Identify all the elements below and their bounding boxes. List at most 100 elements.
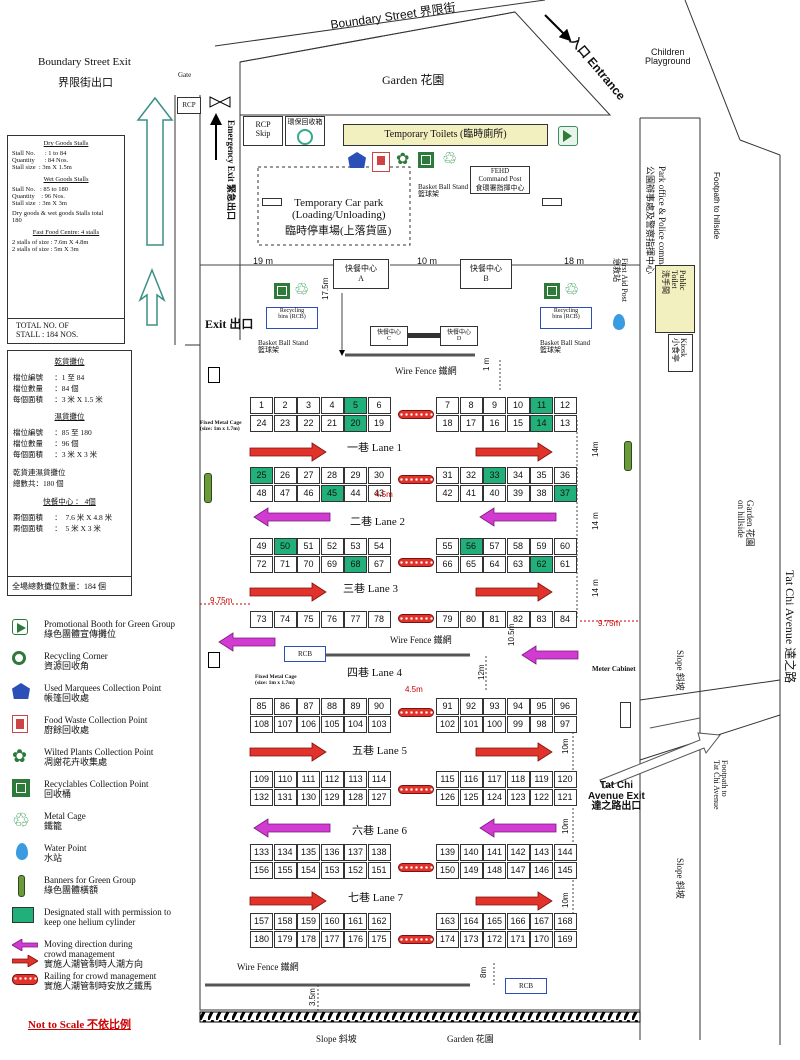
stall-61: 61: [553, 556, 577, 573]
railing-6: [398, 785, 434, 794]
lane-5-label: 五巷 Lane 5: [352, 745, 407, 757]
meter-cabinet-label: Meter Cabinet: [592, 665, 636, 673]
stall-57: 57: [483, 538, 506, 555]
tat-chi-avenue-label: Tat Chi Avenue 達之路: [783, 570, 797, 684]
dim-19m: 19 m: [253, 256, 274, 266]
dim-10m: 10 m: [417, 256, 438, 266]
dim-10m-c: 10m: [561, 892, 570, 908]
metal-cage-icon: ♲: [12, 810, 30, 832]
banner-icon: [204, 473, 212, 503]
recyclables-icon: [544, 283, 560, 299]
legend-label: Metal Cage 鐵籠: [44, 811, 86, 831]
legend-label: Water Point 水站: [44, 843, 87, 863]
stall-52: 52: [320, 538, 344, 555]
stall-128: 128: [344, 789, 367, 806]
stall-165: 165: [483, 913, 506, 930]
stall-50: 50: [273, 538, 297, 555]
stall-89: 89: [344, 698, 367, 715]
basketball-hoop-right: [542, 198, 562, 206]
banner-icon: [624, 441, 632, 471]
red-arrow-lane3-left: [249, 582, 327, 602]
stall-45: 45: [320, 485, 344, 502]
railing-icon: [12, 971, 38, 991]
zh-grand-total: 全場總數攤位數量：184 個: [7, 576, 132, 596]
stall-153: 153: [320, 862, 344, 879]
zh-wet-title: 濕貨攤位: [54, 412, 85, 421]
gate-label: Gate: [178, 71, 192, 79]
banner-icon: [18, 875, 25, 897]
stall-73: 73: [250, 611, 273, 628]
wilted-plants-icon: ✿: [12, 746, 28, 766]
stall-70: 70: [297, 556, 320, 573]
railing-8: [398, 935, 434, 944]
dim-18m: 18 m: [564, 256, 585, 266]
fast-food-a: 快餐中心 A: [333, 259, 389, 289]
stall-15: 15: [506, 415, 530, 432]
stall-96: 96: [553, 698, 577, 715]
stall-137: 137: [344, 844, 367, 861]
legend-label: Moving direction during crowd management…: [44, 939, 144, 969]
stall-29: 29: [344, 467, 367, 484]
footpath-tatchi-label: Footpath to Tat Chi Avenue: [711, 760, 729, 810]
zh-dry-title: 乾貨攤位: [54, 357, 85, 366]
stall-51: 51: [297, 538, 320, 555]
stall-158: 158: [273, 913, 297, 930]
recycling-bins-right: Recycling bins (RCB): [540, 307, 592, 329]
stall-162: 162: [367, 913, 391, 930]
stall-150: 150: [436, 862, 459, 879]
tat-chi-exit-label: Tat Chi Avenue Exit 達之路出口: [588, 780, 645, 812]
stall-54: 54: [367, 538, 391, 555]
stall-170: 170: [530, 931, 553, 948]
dim-14m-b: 14 m: [591, 512, 600, 530]
stall-175: 175: [367, 931, 391, 948]
boundary-exit-en: Boundary Street Exit: [38, 56, 131, 68]
stall-113: 113: [344, 771, 367, 788]
slope-label-2: Slope 斜坡: [675, 858, 685, 899]
stall-64: 64: [483, 556, 506, 573]
stall-147: 147: [506, 862, 530, 879]
exit-mid-label: Exit 出口: [205, 317, 254, 331]
zh-fast-text: 兩個面積 ： 7.6 米 X 4.8 米 兩個面積 ： 5 米 X 3 米: [13, 513, 113, 533]
lane-1-label: 一巷 Lane 1: [347, 442, 402, 454]
stall-94: 94: [506, 698, 530, 715]
food-waste-icon: [372, 152, 390, 172]
stall-60: 60: [553, 538, 577, 555]
dim-10m-b: 10m: [561, 818, 570, 834]
stall-130: 130: [297, 789, 320, 806]
rcb-box-mid: RCB: [284, 646, 326, 662]
legend-label: Railing for crowd management 實施人潮管制時安放之鐵…: [44, 971, 157, 991]
stall-71: 71: [273, 556, 297, 573]
red-arrow-lane1-right: [475, 442, 553, 462]
stall-103: 103: [367, 716, 391, 733]
magenta-arrow-fence-right: [521, 645, 579, 665]
water-point-icon: [613, 314, 625, 330]
dim-14m-c: 14 m: [591, 579, 600, 597]
total-stall-box: TOTAL NO. OF STALL : 184 NOS.: [7, 318, 125, 344]
dim-10-5m: 10.5m: [507, 623, 516, 646]
marquee-icon: [348, 152, 366, 168]
lane-4-label: 四巷 Lane 4: [347, 667, 402, 679]
stall-62: 62: [530, 556, 553, 573]
stall-38: 38: [530, 485, 553, 502]
stall-80: 80: [459, 611, 483, 628]
magenta-arrow-lane6-right: [479, 818, 557, 838]
stall-12: 12: [553, 397, 577, 414]
stall-59: 59: [530, 538, 553, 555]
stall-108: 108: [250, 716, 273, 733]
stall-126: 126: [436, 789, 459, 806]
stall-14: 14: [530, 415, 553, 432]
recycling-corner-icon: [297, 129, 313, 145]
stall-156: 156: [250, 862, 273, 879]
stall-91: 91: [436, 698, 459, 715]
fixed-cage-bottom: [208, 652, 220, 668]
not-to-scale: Not to Scale 不依比例: [28, 1019, 131, 1031]
stall-27: 27: [297, 467, 320, 484]
stall-3: 3: [297, 397, 320, 414]
stall-88: 88: [320, 698, 344, 715]
stall-90: 90: [367, 698, 391, 715]
temp-carpark-en: Temporary Car park (Loading/Unloading): [292, 197, 386, 221]
magenta-arrow-lane2-left: [253, 507, 331, 527]
kiosk-box: Kiosk 小食亭: [668, 334, 693, 372]
fast-food-d: 快餐中心 D: [440, 326, 478, 346]
